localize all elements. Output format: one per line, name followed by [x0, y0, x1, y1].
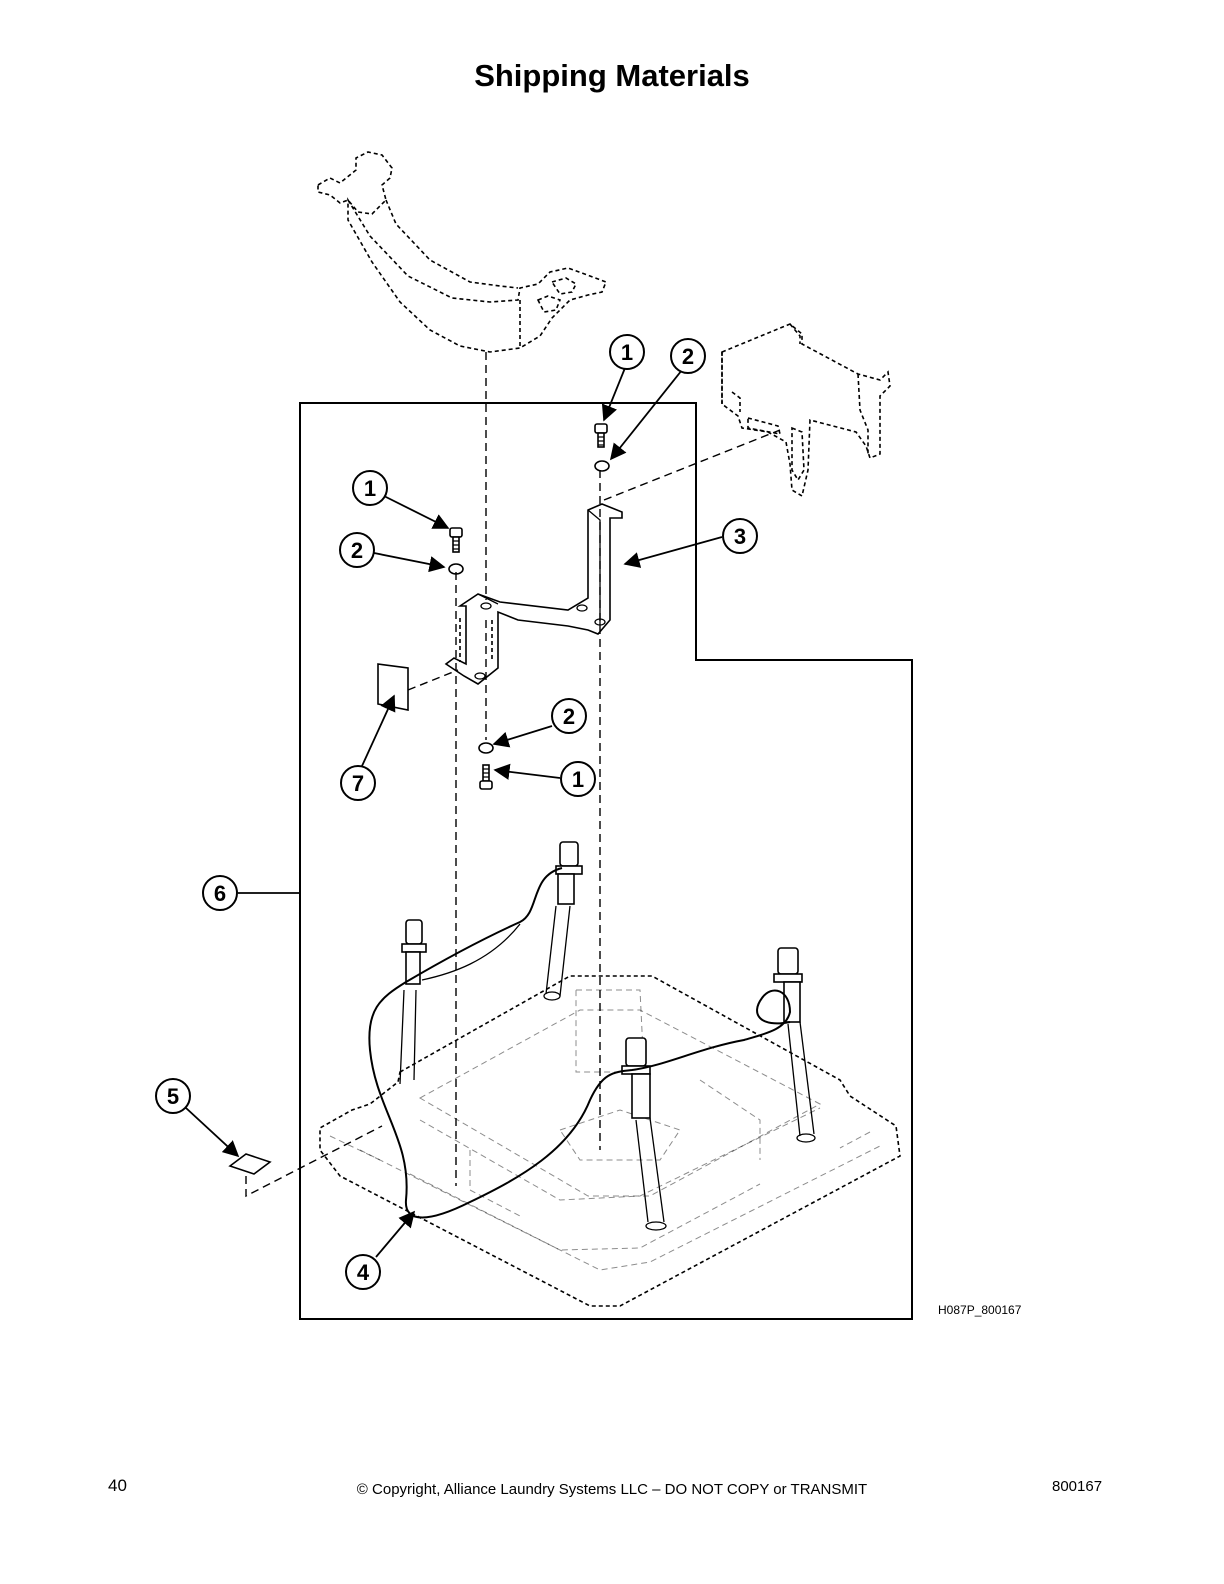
callout-1-left: 1 — [352, 470, 388, 506]
callout-5: 5 — [155, 1078, 191, 1114]
svg-text:5: 5 — [167, 1084, 179, 1109]
figure-code: H087P_800167 — [938, 1303, 1022, 1317]
shipping-bracket — [444, 503, 623, 685]
callout-2-left: 2 — [339, 532, 375, 568]
screw-lower — [479, 764, 493, 790]
callout-4: 4 — [345, 1254, 381, 1290]
shock-absorber-right — [773, 947, 816, 1143]
washer-lower — [478, 742, 494, 754]
alignment-lines — [245, 352, 781, 1198]
callout-7: 7 — [340, 765, 376, 801]
page-title: Shipping Materials — [474, 58, 750, 93]
shock-absorber-left — [399, 919, 427, 1085]
shipping-tag — [228, 1153, 272, 1175]
callout-1-top: 1 — [609, 334, 645, 370]
svg-text:2: 2 — [563, 704, 575, 729]
svg-text:2: 2 — [351, 538, 363, 563]
svg-text:1: 1 — [572, 767, 584, 792]
svg-text:1: 1 — [621, 340, 633, 365]
svg-text:2: 2 — [682, 344, 694, 369]
svg-text:1: 1 — [364, 476, 376, 501]
page-number: 40 — [108, 1476, 127, 1495]
screw-left — [449, 527, 463, 553]
shipping-assembly-outline — [299, 402, 913, 1320]
copyright-notice: © Copyright, Alliance Laundry Systems LL… — [356, 1481, 868, 1498]
base-frame — [319, 975, 901, 1307]
callout-3: 3 — [722, 518, 758, 554]
warning-tag — [377, 663, 409, 711]
shock-absorber-back — [543, 841, 583, 1001]
tether-cable — [368, 867, 792, 1219]
upper-casting-phantom — [317, 151, 608, 353]
screw-top-right — [594, 423, 608, 448]
callout-6: 6 — [202, 875, 238, 911]
svg-text:4: 4 — [357, 1260, 370, 1285]
svg-text:3: 3 — [734, 524, 746, 549]
document-number: 800167 — [1052, 1478, 1103, 1495]
callout-1-lower: 1 — [560, 761, 596, 797]
tether-cable-branch — [421, 923, 521, 981]
washer-top-right — [594, 460, 610, 472]
svg-text:7: 7 — [352, 771, 364, 796]
callout-2-lower: 2 — [551, 698, 587, 734]
rear-bracket-phantom — [721, 323, 891, 498]
svg-text:6: 6 — [214, 881, 226, 906]
callout-2-top: 2 — [670, 338, 706, 374]
callout-pointers — [185, 367, 723, 1258]
